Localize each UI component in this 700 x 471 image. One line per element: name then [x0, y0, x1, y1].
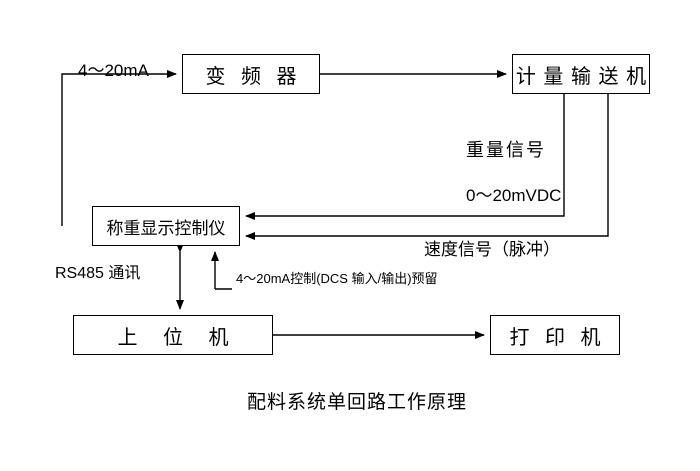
node-inverter: 变 频 器 [182, 54, 320, 94]
label-dcs-reserved: 4～20mA控制(DCS 输入/输出)预留 [236, 271, 438, 286]
label-weight-signal-range: 0～20mVDC [466, 186, 562, 205]
label-rs485: RS485 通讯 [55, 265, 141, 282]
node-weighing-display-controller: 称重显示控制仪 [92, 206, 240, 246]
node-metering-conveyor-label: 计 量 输 送 机 [515, 65, 648, 88]
node-weighing-display-controller-label: 称重显示控制仪 [106, 218, 226, 238]
node-inverter-label: 变 频 器 [205, 65, 302, 88]
node-printer-label: 打 印 机 [509, 326, 606, 349]
label-speed-signal: 速度信号（脉冲） [424, 240, 560, 259]
label-current-loop-top: 4～20mA [78, 61, 149, 80]
node-printer: 打 印 机 [490, 315, 620, 355]
node-metering-conveyor: 计 量 输 送 机 [512, 54, 650, 94]
node-host-computer-label: 上 位 机 [117, 326, 239, 349]
diagram-caption: 配料系统单回路工作原理 [247, 392, 468, 413]
label-weight-signal: 重量信号 [466, 140, 546, 160]
line-feeder-speed-to-controller [245, 94, 609, 240]
node-host-computer: 上 位 机 [73, 315, 273, 355]
line-controller-to-inverter [61, 70, 177, 226]
